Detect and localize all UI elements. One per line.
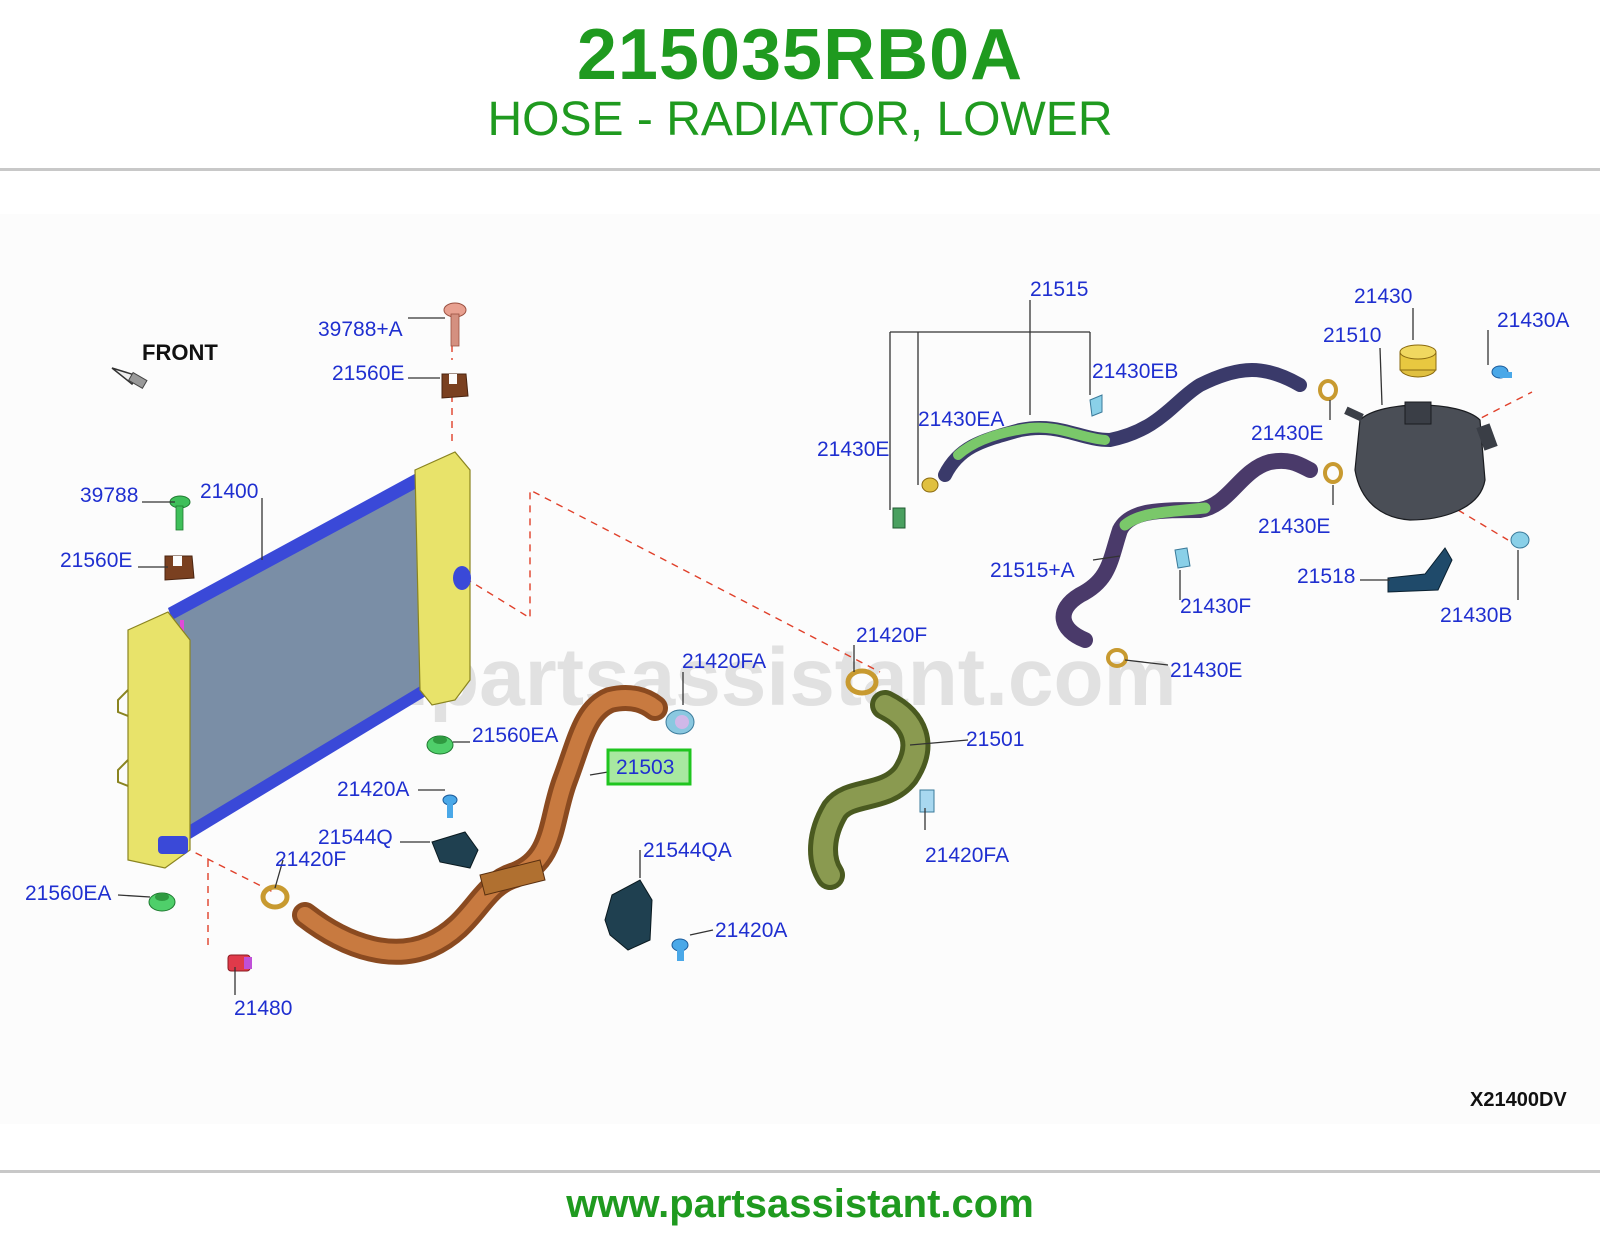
callout-21430[interactable]: 21430 [1354,285,1412,308]
clamp-21420f-upper-icon [845,668,879,696]
hose-21515-plus-a [1055,452,1318,648]
mount-21560ea-upper-icon [426,735,454,755]
header-divider [0,168,1600,171]
clamp-21420fa-upper-icon [665,709,695,735]
callout-21480[interactable]: 21480 [234,997,292,1020]
part-description: HOSE - RADIATOR, LOWER [487,93,1113,146]
callout-21518[interactable]: 21518 [1297,565,1355,588]
callout-21430e-mid-right[interactable]: 21430E [1258,515,1330,538]
diagram-code: X21400DV [1470,1089,1567,1111]
mount-21560e-top-icon [441,373,469,399]
page-header: 215035RB0A HOSE - RADIATOR, LOWER [0,0,1600,168]
clamp-21430e-icons [892,379,1343,668]
callout-39788-plus-a[interactable]: 39788+A [318,318,403,341]
callout-21420f-lower[interactable]: 21420F [275,848,346,871]
callout-21420a-lower[interactable]: 21420A [715,919,787,942]
lower-hose-21503 [292,685,668,965]
clamp-21420f-lower-icon [260,884,290,910]
mount-21560ea-lower-icon [148,892,176,912]
cap-21430-icon [1399,344,1437,378]
callout-21430eb[interactable]: 21430EB [1092,360,1178,383]
callout-21544qa[interactable]: 21544QA [643,839,732,862]
radiator-21400 [117,451,471,869]
front-arrow-icon [111,367,148,390]
bolt-21430b-icon [1510,531,1530,549]
callout-21515[interactable]: 21515 [1030,278,1088,301]
callout-39788[interactable]: 39788 [80,484,138,507]
bracket-21518-icon [1387,547,1453,593]
callout-21560e-top[interactable]: 21560E [332,362,404,385]
callout-21430e-left[interactable]: 21430E [817,438,889,461]
bolt-39788-plus-a-icon [443,302,467,347]
callout-21420fa-upper[interactable]: 21420FA [682,650,766,673]
callout-21430e-bottom[interactable]: 21430E [1170,659,1242,682]
callout-21510[interactable]: 21510 [1323,324,1381,347]
callout-21503[interactable]: 21503 [616,756,674,779]
bolt-21420a-upper-icon [442,794,458,818]
callout-21430f[interactable]: 21430F [1180,595,1251,618]
clip-21430eb-icon [1089,394,1103,417]
clip-21430f-icon [1174,547,1191,569]
callout-21420f-upper[interactable]: 21420F [856,624,927,647]
callout-labels: 39788+A 21560E 39788 21400 21560E 21560E… [25,278,1569,1020]
callout-leader-lines [117,300,1519,995]
upper-hose-21501 [808,690,931,890]
callout-21515-plus-a[interactable]: 21515+A [990,559,1075,582]
mount-21560e-left-icon [164,555,195,581]
front-label: FRONT [142,340,218,365]
callout-21560ea-upper[interactable]: 21560EA [472,724,558,747]
bolt-21430a-icon [1491,365,1512,379]
drain-plug-21480-icon [227,954,252,972]
callout-21400[interactable]: 21400 [200,480,258,503]
footer-divider [0,1170,1600,1173]
callout-21501[interactable]: 21501 [966,728,1024,751]
bracket-21544q-icon [431,831,479,869]
callout-21420fa-right[interactable]: 21420FA [925,844,1009,867]
bracket-21544qa-icon [604,879,653,951]
bolt-21420a-lower-icon [671,938,689,961]
callout-21420a-upper[interactable]: 21420A [337,778,409,801]
callout-21430a[interactable]: 21430A [1497,309,1569,332]
hose-21515 [938,363,1307,482]
reservoir-21510 [1344,401,1498,521]
callout-21430ea[interactable]: 21430EA [918,408,1004,431]
footer-url-link[interactable]: www.partsassistant.com [566,1182,1034,1226]
callout-21560e-left[interactable]: 21560E [60,549,132,572]
callout-21430e-top-right[interactable]: 21430E [1251,422,1323,445]
bolt-39788-icon [169,495,191,531]
clip-21420fa-right-icon [919,789,935,813]
parts-diagram: www.partsassistant.com FRONT [25,278,1569,1111]
part-number-title: 215035RB0A [576,15,1024,95]
callout-21430b[interactable]: 21430B [1440,604,1512,627]
highlighted-part-box [606,748,692,786]
callout-21560ea-lower[interactable]: 21560EA [25,882,111,905]
callout-21544q[interactable]: 21544Q [318,826,393,849]
